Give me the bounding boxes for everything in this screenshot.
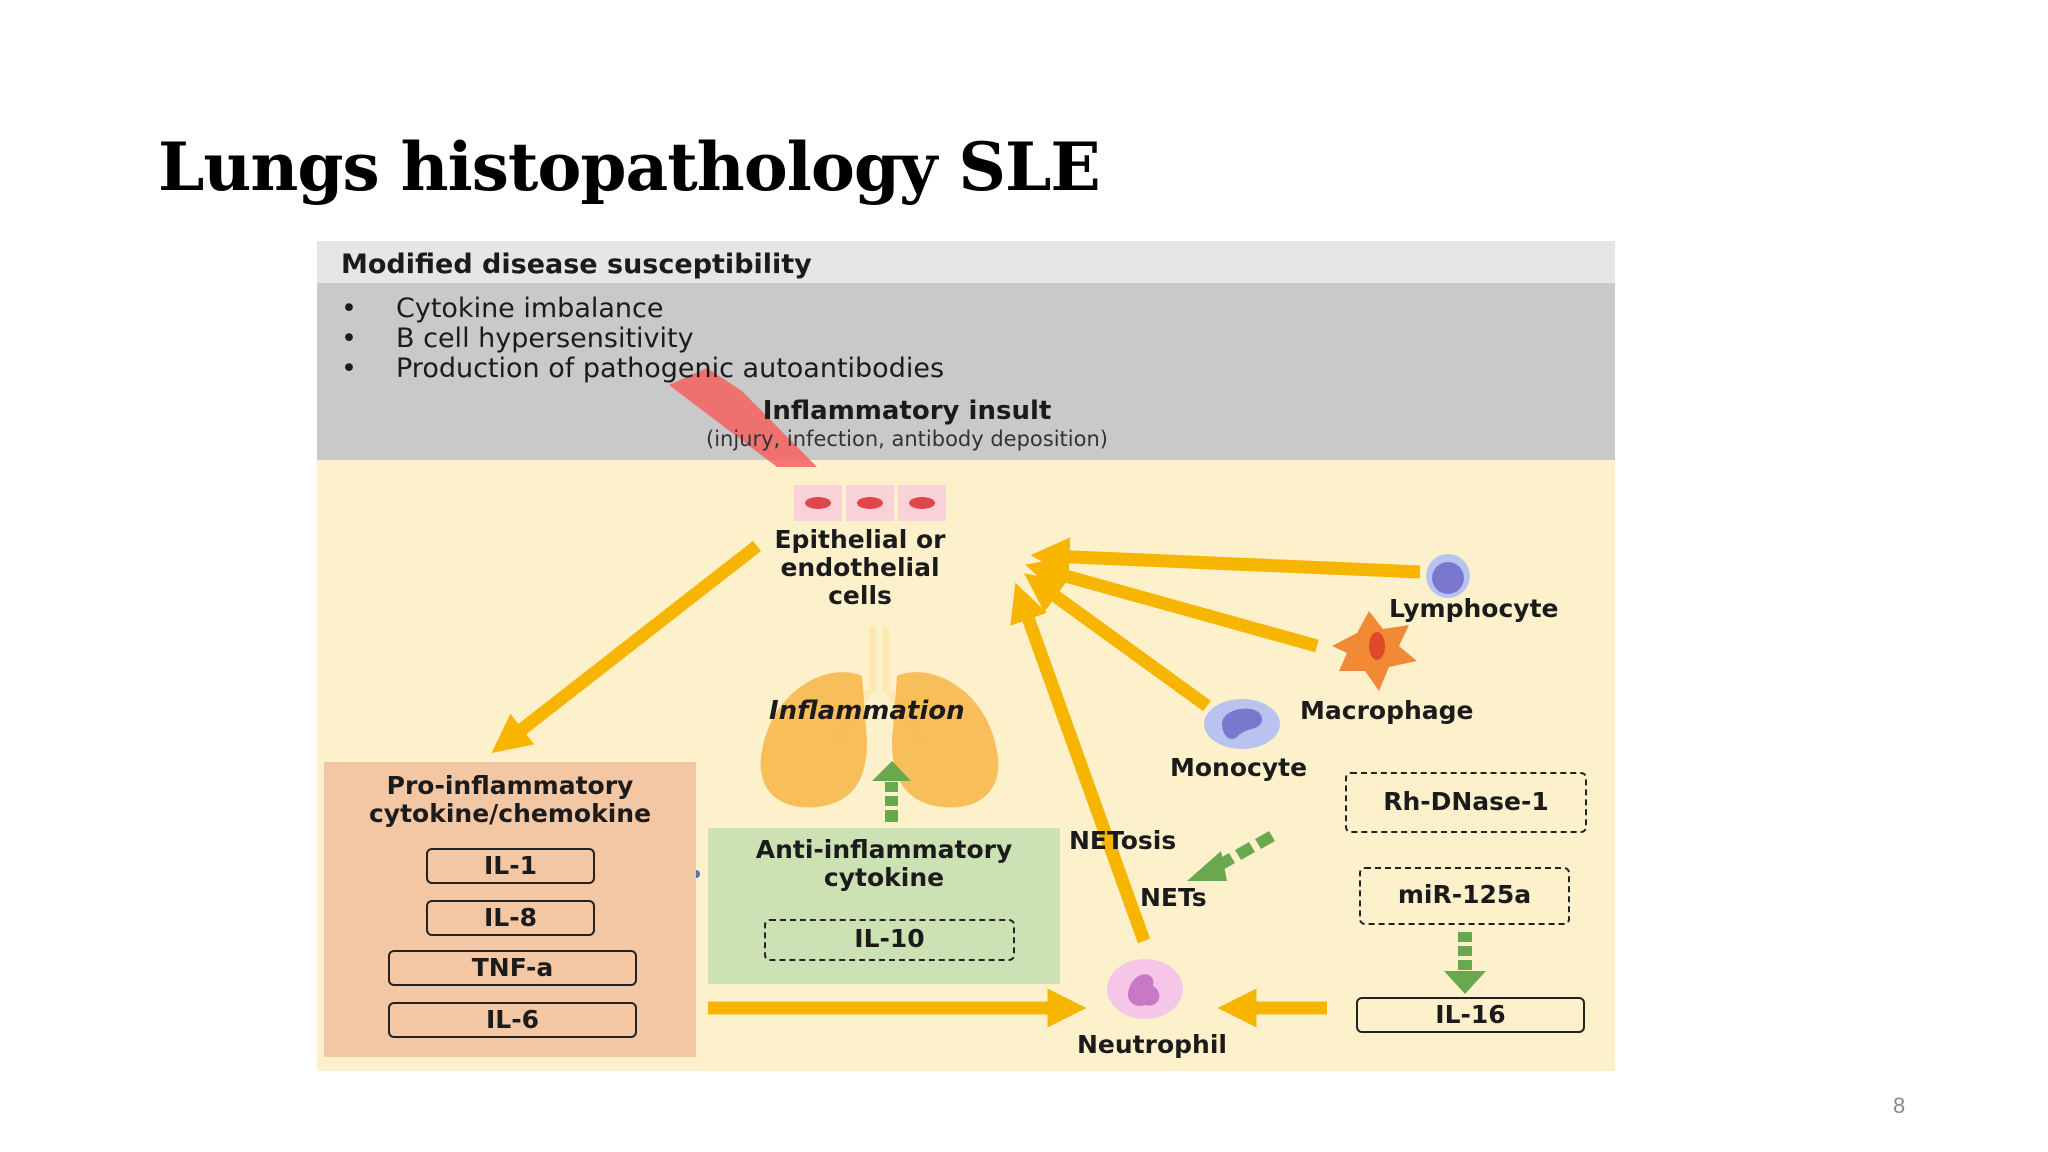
- diagram-graphics: [491, 368, 1486, 1028]
- arrow-macrophage-to-epithelial: [1025, 556, 1319, 653]
- rh-dnase-box: Rh-DNase-1: [1345, 772, 1587, 833]
- lymphocyte-icon: [1426, 554, 1470, 598]
- bullet-b-cell: •B cell hypersensitivity: [341, 323, 694, 354]
- insult-title: Inflammatory insult: [762, 396, 1052, 426]
- inflammation-label: Inflammation: [769, 696, 965, 726]
- arrow-epithelial-to-pro: [491, 540, 761, 753]
- arrow-lymphocyte-to-epithelial: [1030, 537, 1421, 579]
- il16-box: IL-16: [1356, 997, 1585, 1033]
- pro-inflammatory-title: Pro-inflammatory cytokine/chemokine: [368, 771, 652, 828]
- cytokine-il1: IL-1: [426, 848, 595, 884]
- arrow-monocyte-to-epithelial: [1024, 573, 1211, 712]
- monocyte-label: Monocyte: [1170, 753, 1308, 782]
- green-arrows: [872, 761, 1486, 994]
- pro-inflammatory-panel: Pro-inflammatory cytokine/chemokine IL-1…: [324, 762, 696, 1057]
- sle-lung-diagram: Modified disease susceptibility: [317, 241, 1615, 1071]
- susceptibility-band: [317, 283, 1615, 460]
- epithelial-cells-icon: [794, 485, 946, 521]
- bullet-autoantibodies: •Production of pathogenic autoantibodies: [341, 353, 945, 384]
- monocyte-icon: [1204, 699, 1280, 749]
- page-number: 8: [1893, 1093, 1906, 1118]
- cytokine-il8: IL-8: [426, 900, 595, 936]
- macrophage-icon: [1332, 611, 1417, 691]
- netosis-label: NETosis: [1069, 826, 1177, 855]
- yellow-arrows: [491, 537, 1421, 1028]
- nets-label: NETs: [1140, 883, 1207, 912]
- target-cells-label: Epithelial or endothelial cells: [774, 525, 946, 610]
- mir-125a-box: miR-125a: [1359, 867, 1570, 925]
- neutrophil-label: Neutrophil: [1077, 1030, 1227, 1059]
- arrow-neutrophil-to-epithelial: [1010, 582, 1151, 944]
- inflammatory-insult-wedge: [669, 368, 817, 467]
- anti-inflammatory-panel: Anti-inflammatory cytokine IL-10: [708, 828, 1060, 984]
- susceptibility-title: Modified disease susceptibility: [341, 249, 812, 280]
- anti-inflammatory-title: Anti-inflammatory cytokine: [755, 835, 1013, 892]
- arrow-rh-dnase-to-nets: [1187, 831, 1275, 881]
- insult-subtitle: (injury, infection, antibody deposition): [706, 427, 1108, 451]
- neutrophil-icon: [1107, 959, 1183, 1019]
- cytokine-tnfa: TNF-a: [388, 950, 637, 986]
- lymphocyte-label: Lymphocyte: [1389, 594, 1559, 623]
- lungs-icon: [760, 627, 999, 808]
- macrophage-label: Macrophage: [1300, 696, 1474, 725]
- susceptibility-header-band: Modified disease susceptibility: [317, 241, 1615, 283]
- bullet-cytokine-imbalance: •Cytokine imbalance: [341, 293, 664, 324]
- cytokine-il10: IL-10: [764, 919, 1015, 961]
- cytokine-il6: IL-6: [388, 1002, 637, 1038]
- slide-title: Lungs histopathology SLE: [158, 128, 1101, 206]
